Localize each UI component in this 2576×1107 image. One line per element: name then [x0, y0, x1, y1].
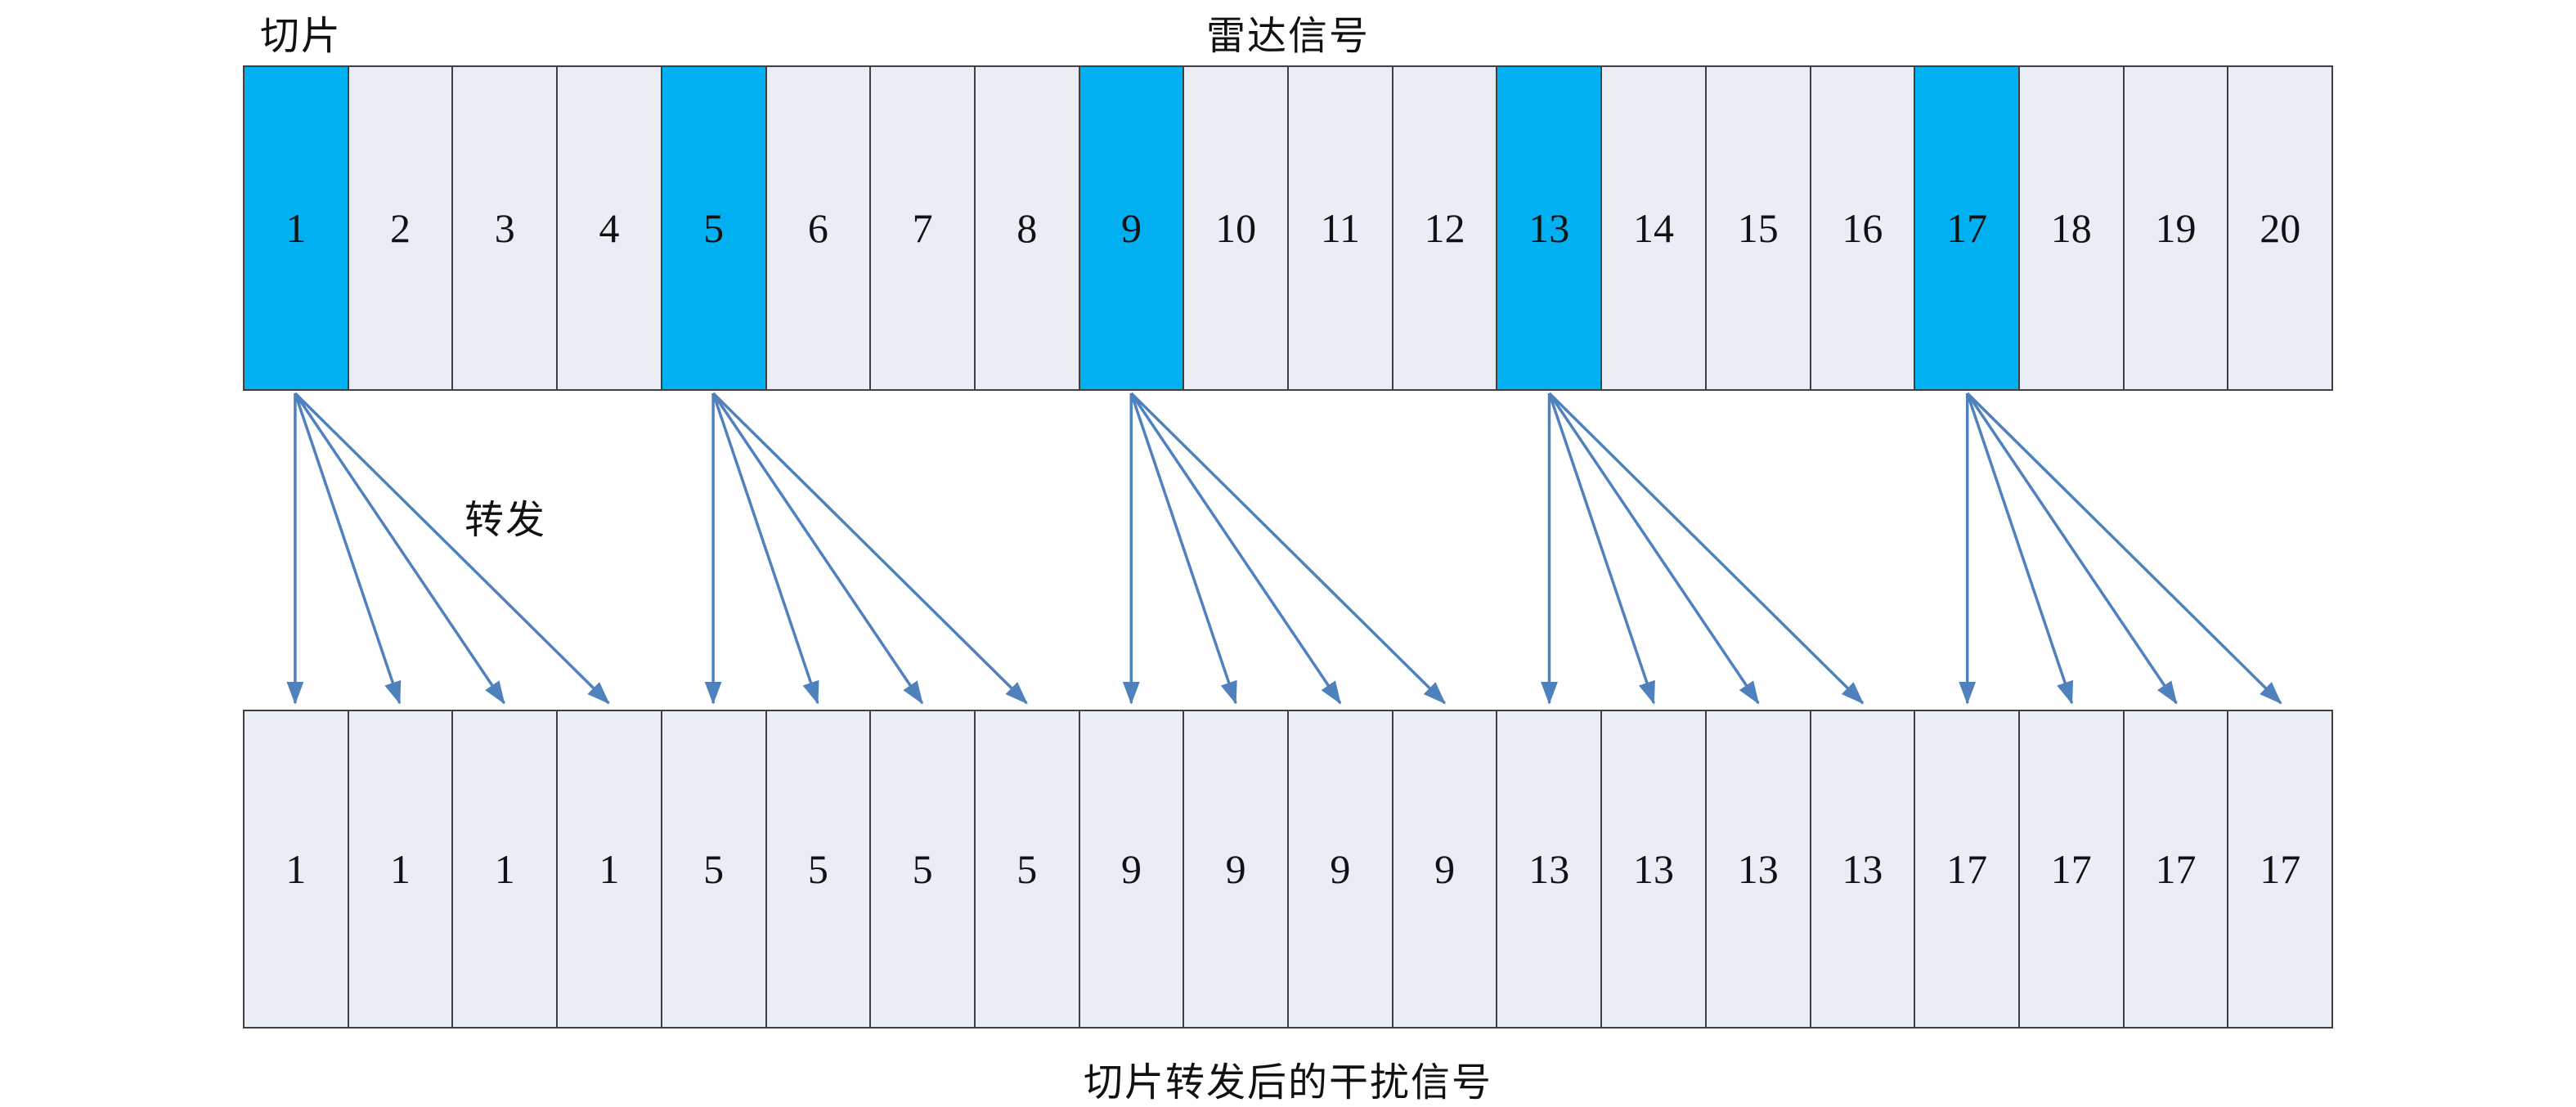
jam-slice-cell: 13	[1497, 710, 1603, 1029]
jam-slice-cell: 5	[766, 710, 872, 1029]
radar-slice-cell: 9	[1079, 65, 1185, 391]
jam-signal-row: 1 1 1 1 5 5 5 5 9 9 9 9 13 13 13 13 17 1…	[243, 710, 2334, 1029]
jam-slice-cell: 17	[2124, 710, 2229, 1029]
forward-arrow	[294, 392, 610, 705]
jam-slice-cell: 17	[2228, 710, 2334, 1029]
forward-arrow	[1548, 392, 1760, 705]
radar-slice-cell: 12	[1393, 65, 1498, 391]
radar-slice-cell: 5	[662, 65, 767, 391]
radar-slice-cell: 19	[2124, 65, 2229, 391]
jam-slice-cell: 9	[1393, 710, 1498, 1029]
jam-slice-cell: 1	[243, 710, 349, 1029]
radar-slice-cell: 18	[2019, 65, 2125, 391]
radar-slice-cell: 8	[975, 65, 1080, 391]
forward-arrow	[1547, 392, 1655, 705]
radar-slice-cell: 1	[243, 65, 349, 391]
jam-slice-cell: 9	[1184, 710, 1290, 1029]
jam-slice-cell: 5	[975, 710, 1080, 1029]
radar-slice-cell: 14	[1602, 65, 1707, 391]
forward-arrow	[1129, 392, 1342, 705]
radar-slice-cell: 4	[558, 65, 662, 391]
forward-arrow	[1129, 392, 1237, 705]
forward-arrow	[1130, 392, 1446, 705]
jam-slice-cell: 17	[1915, 710, 2020, 1029]
radar-slice-cell: 20	[2228, 65, 2334, 391]
forward-arrow	[711, 392, 924, 705]
radar-slice-cell: 15	[1706, 65, 1811, 391]
radar-signal-row: 1 2 3 4 5 6 7 8 9 10 11 12 13 14 15 16 1…	[243, 65, 2334, 391]
forward-arrow	[711, 392, 1028, 705]
forward-arrow	[711, 392, 819, 705]
jam-slice-cell: 13	[1706, 710, 1811, 1029]
forward-arrow	[1548, 392, 1865, 705]
jam-slice-cell: 1	[558, 710, 662, 1029]
forward-label: 转发	[464, 499, 547, 542]
forward-arrow	[1966, 392, 2282, 705]
jam-slice-cell: 17	[2019, 710, 2125, 1029]
forward-arrow	[1966, 392, 2178, 705]
radar-slice-cell: 2	[348, 65, 454, 391]
radar-slice-cell: 17	[1915, 65, 2020, 391]
jam-slice-cell: 9	[1079, 710, 1185, 1029]
radar-slice-cell: 10	[1184, 65, 1290, 391]
forward-arrow	[294, 392, 402, 705]
radar-slice-cell: 16	[1811, 65, 1916, 391]
jam-slice-cell: 13	[1811, 710, 1916, 1029]
radar-slice-cell: 7	[871, 65, 976, 391]
radar-slice-cell: 13	[1497, 65, 1603, 391]
forward-arrow	[294, 392, 505, 705]
jam-slice-cell: 13	[1602, 710, 1707, 1029]
slice-label: 切片	[260, 15, 343, 58]
radar-signal-label: 雷达信号	[1205, 15, 1370, 58]
jam-slice-cell: 1	[348, 710, 454, 1029]
jam-slice-cell: 9	[1289, 710, 1393, 1029]
radar-slice-cell: 3	[453, 65, 559, 391]
jam-signal-caption: 切片转发后的干扰信号	[1083, 1061, 1492, 1105]
forward-arrow	[1966, 392, 2074, 705]
radar-slice-cell: 11	[1289, 65, 1393, 391]
jam-slice-cell: 1	[453, 710, 559, 1029]
radar-slice-cell: 6	[766, 65, 872, 391]
jam-slice-cell: 5	[871, 710, 976, 1029]
jam-slice-cell: 5	[662, 710, 767, 1029]
